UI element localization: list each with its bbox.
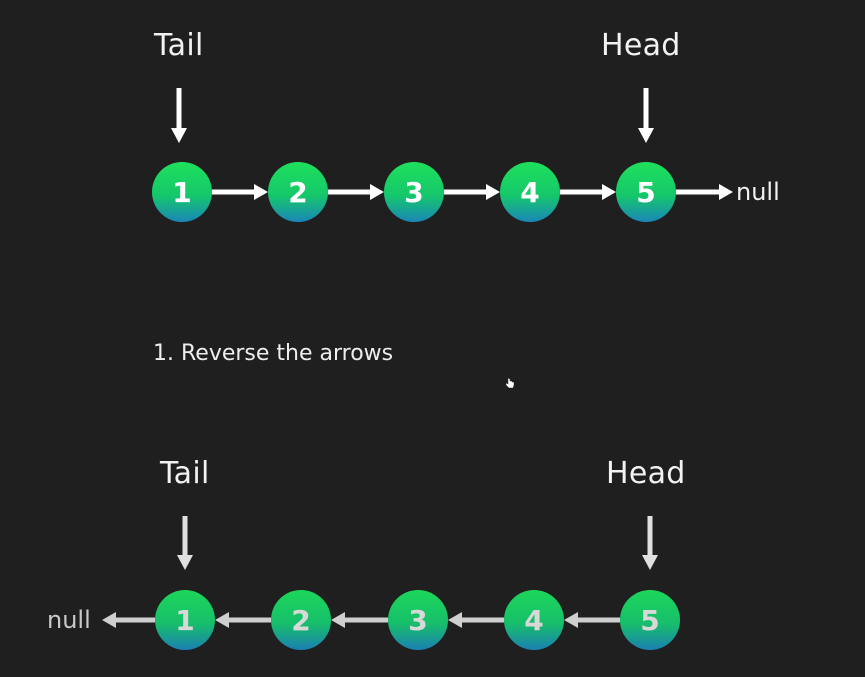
top-head-arrow — [638, 88, 654, 143]
top-node-2: 2 — [268, 162, 328, 222]
top-linked-list: 1 2 3 4 5 — [152, 88, 733, 222]
top-node-1: 1 — [152, 162, 212, 222]
bottom-node-5: 5 — [620, 590, 680, 650]
top-link-arrow-4 — [560, 184, 616, 200]
bottom-linked-list: 1 2 3 4 5 — [102, 516, 680, 650]
bottom-node-3: 3 — [388, 590, 448, 650]
top-null-arrow — [676, 184, 733, 200]
top-node-3-label: 3 — [404, 176, 423, 209]
bottom-link-arrow-1 — [215, 612, 271, 628]
bottom-node-4: 4 — [504, 590, 564, 650]
top-node-4-label: 4 — [520, 176, 539, 209]
bottom-link-arrow-2 — [331, 612, 388, 628]
top-node-4: 4 — [500, 162, 560, 222]
step-instruction: 1. Reverse the arrows — [153, 341, 394, 366]
top-link-arrow-2 — [328, 184, 384, 200]
bottom-tail-label: Tail — [160, 456, 210, 491]
top-node-1-label: 1 — [172, 176, 191, 209]
top-node-5-label: 5 — [636, 176, 655, 209]
top-link-arrow-3 — [444, 184, 500, 200]
top-node-5: 5 — [616, 162, 676, 222]
bottom-tail-arrow — [177, 516, 193, 570]
bottom-node-2-label: 2 — [291, 604, 310, 637]
bottom-link-arrow-4 — [564, 612, 620, 628]
bottom-null-arrow — [102, 612, 155, 628]
bottom-head-arrow — [642, 516, 658, 570]
bottom-link-arrow-3 — [448, 612, 504, 628]
bottom-node-1: 1 — [155, 590, 215, 650]
top-link-arrow-1 — [212, 184, 268, 200]
bottom-node-2: 2 — [271, 590, 331, 650]
top-node-2-label: 2 — [288, 176, 307, 209]
bottom-null-label: null — [47, 606, 91, 634]
bottom-head-label: Head — [606, 456, 686, 491]
top-tail-arrow — [171, 88, 187, 143]
top-tail-label: Tail — [154, 28, 204, 63]
top-head-label: Head — [601, 28, 681, 63]
bottom-node-3-label: 3 — [408, 604, 427, 637]
top-node-3: 3 — [384, 162, 444, 222]
bottom-node-4-label: 4 — [524, 604, 543, 637]
mouse-cursor-icon — [506, 378, 514, 388]
bottom-node-5-label: 5 — [640, 604, 659, 637]
bottom-node-1-label: 1 — [175, 604, 194, 637]
top-null-label: null — [736, 178, 780, 206]
